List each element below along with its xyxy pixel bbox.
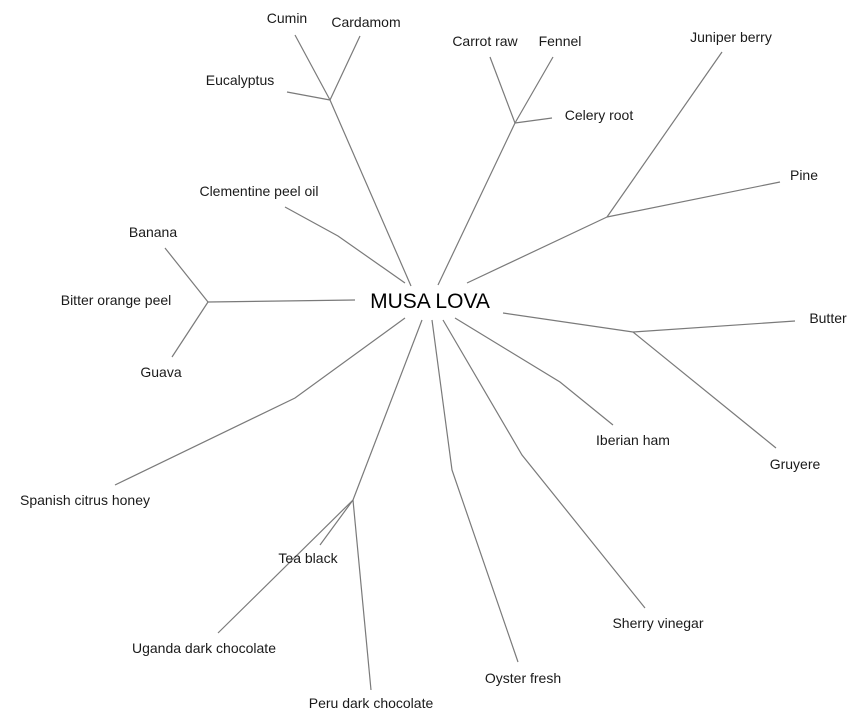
tree-edges [114, 34, 796, 691]
leaf-bitter-orange-peel: Bitter orange peel [61, 292, 172, 308]
edge-butter [632, 320, 796, 333]
edge-juniper-berry [606, 51, 723, 218]
edge-clementine [284, 206, 406, 284]
edge-dairy-cluster [502, 312, 634, 333]
leaf-labels: Cumin Cardamom Eucalyptus Carrot raw Fen… [20, 10, 847, 711]
edge-root-veg-cluster [437, 122, 516, 286]
edge-cumin [294, 34, 331, 101]
leaf-spanish-citrus-honey: Spanish citrus honey [20, 492, 150, 508]
edge-conifer-cluster [466, 216, 608, 284]
leaf-juniper-berry: Juniper berry [690, 29, 772, 45]
edge-guava [171, 301, 209, 358]
edge-fennel [514, 56, 554, 124]
leaf-clementine-peel-oil: Clementine peel oil [199, 183, 318, 199]
leaf-pine: Pine [790, 167, 818, 183]
edge-sherry-vinegar [442, 319, 646, 609]
root-node-label: MUSA LOVA [370, 290, 490, 313]
leaf-iberian-ham: Iberian ham [596, 432, 670, 448]
leaf-oyster-fresh: Oyster fresh [485, 670, 561, 686]
leaf-celery-root: Celery root [565, 107, 634, 123]
edge-chocolate-cluster [352, 319, 423, 501]
edge-peru-dark-chocolate [352, 499, 372, 691]
edge-oyster-fresh [431, 319, 519, 663]
leaf-tea-black: Tea black [278, 550, 338, 566]
leaf-gruyere: Gruyere [770, 456, 821, 472]
edge-iberian-ham [454, 317, 614, 426]
edge-gruyere [632, 331, 777, 449]
leaf-butter: Butter [809, 310, 847, 326]
edge-tea-black [319, 499, 354, 546]
leaf-carrot-raw: Carrot raw [452, 33, 518, 49]
leaf-uganda-dark-chocolate: Uganda dark chocolate [132, 640, 276, 656]
leaf-banana: Banana [129, 224, 177, 240]
edge-banana [164, 247, 209, 303]
leaf-fennel: Fennel [539, 33, 582, 49]
leaf-cumin: Cumin [267, 10, 307, 26]
edge-spice-cluster [329, 99, 412, 287]
edge-eucalyptus [286, 91, 331, 101]
edge-spanish-citrus-honey [114, 317, 406, 486]
leaf-peru-dark-chocolate: Peru dark chocolate [309, 695, 434, 711]
leaf-sherry-vinegar: Sherry vinegar [612, 615, 703, 631]
leaf-cardamom: Cardamom [331, 14, 400, 30]
leaf-eucalyptus: Eucalyptus [206, 72, 274, 88]
leaf-guava: Guava [140, 364, 181, 380]
edge-uganda-dark-chocolate [217, 499, 354, 634]
edge-cardamom [329, 35, 361, 101]
edge-celery-root [514, 117, 553, 124]
edge-fruit-cluster [207, 299, 356, 303]
edge-pine [606, 181, 781, 218]
edge-carrot-raw [489, 56, 516, 124]
